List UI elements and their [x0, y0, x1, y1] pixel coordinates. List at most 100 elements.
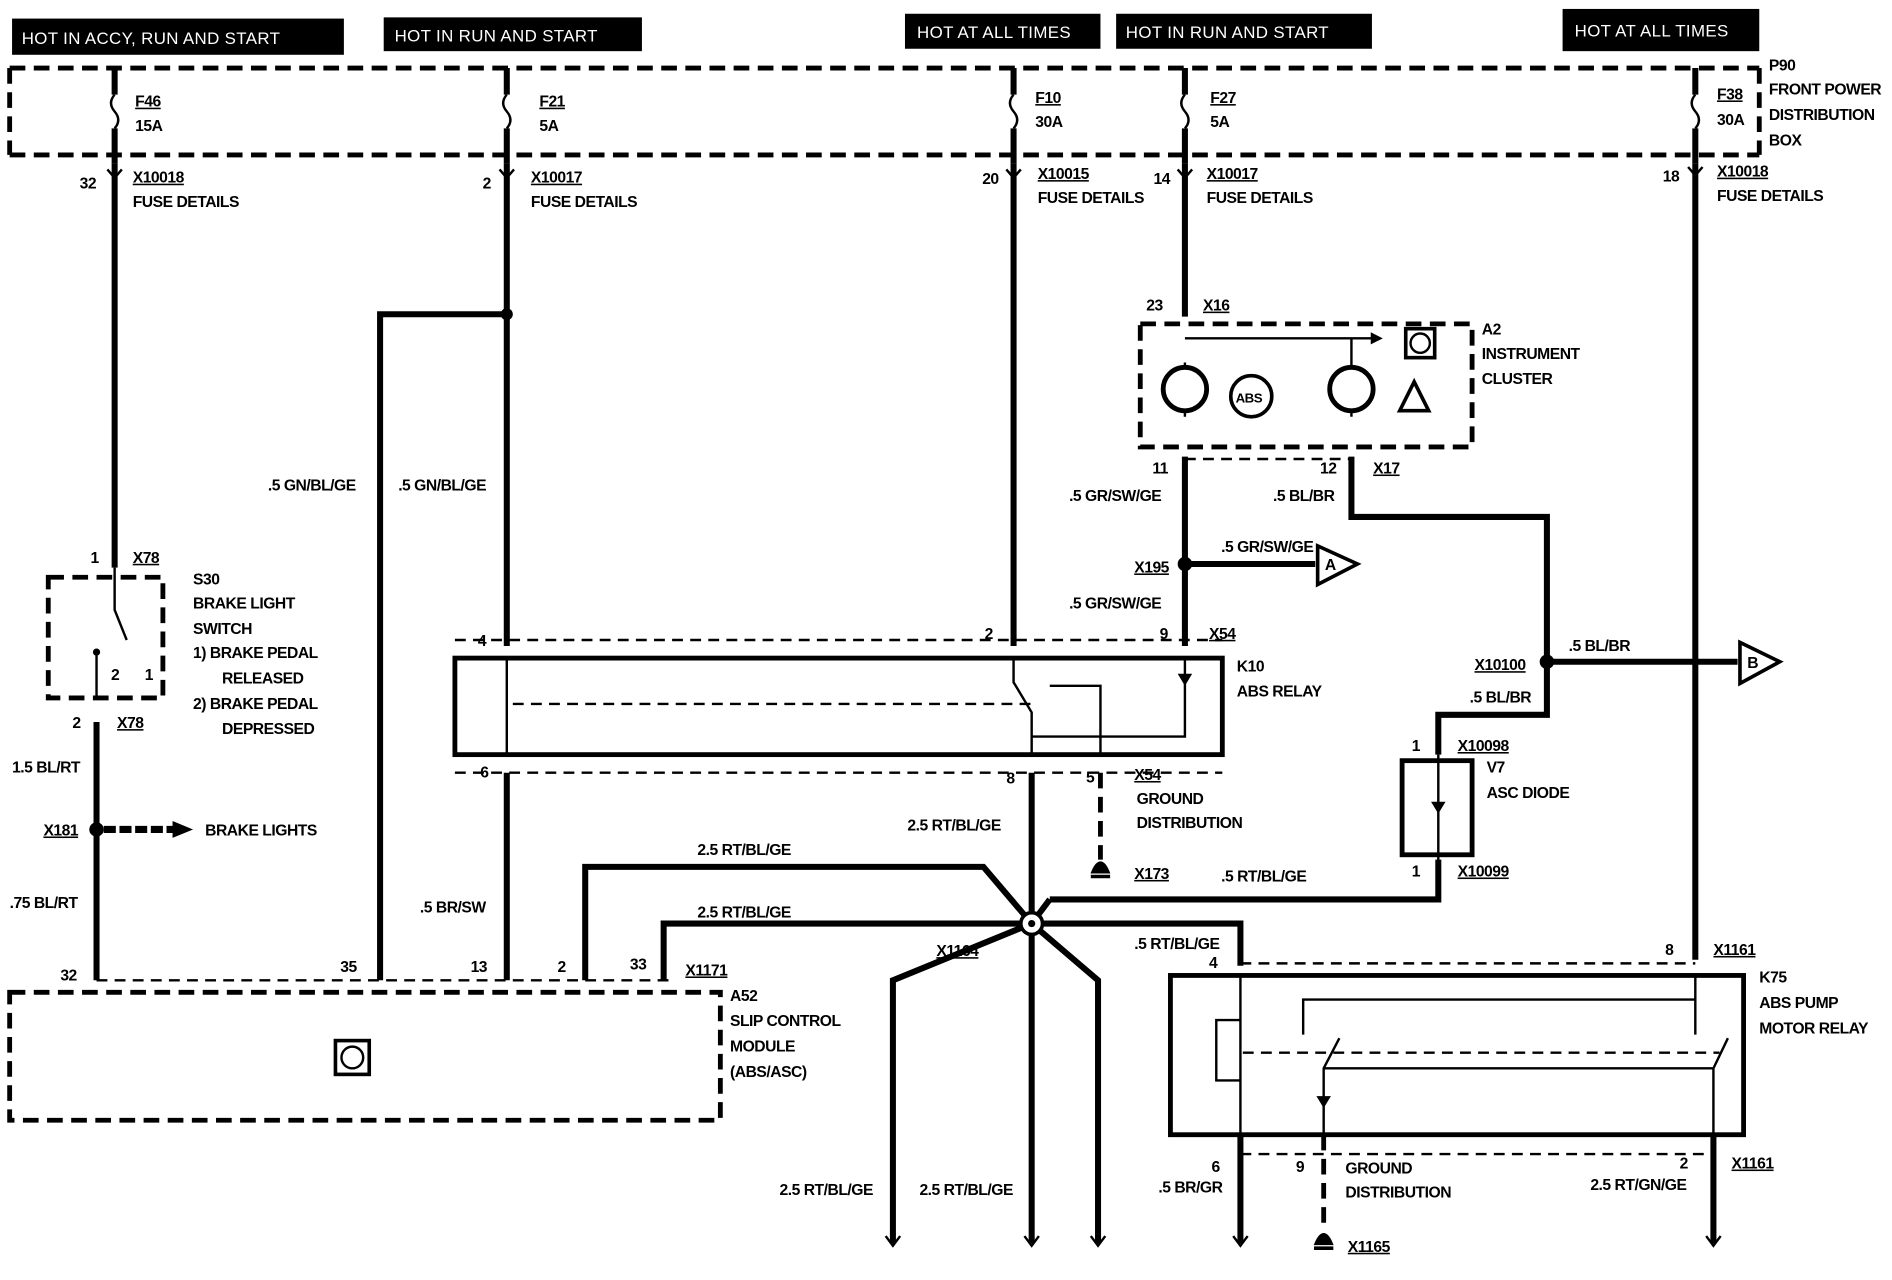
fuse-rating: 15A [135, 118, 162, 135]
power-feed-box [1116, 13, 1372, 49]
wire-label: 2.5 RT/GN/GE [1590, 1177, 1686, 1194]
wire-label: 2.5 RT/BL/GE [919, 1182, 1013, 1199]
connector-id: X1161 [1732, 1156, 1775, 1173]
fuse-rating: 30A [1717, 112, 1744, 129]
abs-relay-k10: 4 2 9 X54 6 8 5 K10 ABS RELAY [452, 626, 1323, 788]
pin-number: 11 [1152, 460, 1168, 477]
splice-label: X181 [43, 822, 78, 839]
abs-lamp-icon [1228, 373, 1274, 419]
component-note: DEPRESSED [222, 721, 314, 738]
pin-number: 18 [1663, 168, 1680, 185]
pin-number: 4 [1209, 955, 1218, 972]
pin-number: 2 [985, 626, 994, 643]
splice-label: X195 [1134, 559, 1169, 576]
fuse-rating: 5A [1210, 114, 1229, 131]
power-feed-box [904, 13, 1101, 49]
wire-label: .5 BR/SW [420, 900, 486, 917]
fuse-rating: 30A [1035, 114, 1062, 131]
wire-label: .5 GR/SW/GE [1069, 488, 1161, 505]
pin-number: 23 [1146, 298, 1163, 315]
flag-a[interactable]: A X195 .5 GR/SW/GE [1134, 539, 1362, 588]
fuse-details-link[interactable]: FUSE DETAILS [531, 194, 638, 211]
brake-light-switch-s30: 1 X78 2 1 2 X78 S30 BRAKE LIGHT SWITCH 1… [45, 550, 319, 738]
warning-triangle-icon [1396, 377, 1432, 413]
pin-number: 1 [1412, 864, 1421, 881]
pin-number: 20 [982, 171, 999, 188]
fuse-id: F21 [539, 94, 565, 111]
pin-number: 2 [72, 715, 81, 732]
connector-id: X54 [1209, 626, 1236, 643]
fuse-icon [1008, 93, 1019, 130]
fuse-f10: F10 30A 20 X10015 FUSE DETAILS [982, 68, 1144, 207]
fuse-details-link[interactable]: FUSE DETAILS [1038, 190, 1145, 207]
steering-wheel-icon [1403, 326, 1437, 360]
fuse-f38: F38 30A 18 X10018 FUSE DETAILS [1663, 68, 1824, 205]
wire-label: .5 GN/BL/GE [268, 477, 356, 494]
brake-lights-output: X181 BRAKE LIGHTS [43, 820, 317, 839]
off-page-connector-icon [1315, 543, 1362, 588]
pin-number: 9 [1296, 1159, 1305, 1176]
abs-pump-motor-relay-k75: 4 8 X1161 K75 ABS PUMP MOTOR RELAY 6 9 2… [1168, 942, 1870, 1176]
connector-id: X1171 [685, 962, 728, 979]
fuse-icon [501, 93, 512, 130]
fuse-box-p90: P90 FRONT POWER DISTRIBUTION BOX [7, 57, 1882, 158]
ground-x173: X54 GROUND DISTRIBUTION X173 [1090, 767, 1243, 883]
wire-label: .5 BL/BR [1273, 488, 1335, 505]
component-name: (ABS/ASC) [730, 1064, 807, 1081]
wire-label: 2.5 RT/BL/GE [697, 842, 791, 859]
component-note: RELEASED [222, 670, 304, 687]
wire-label: .5 RT/BL/GE [1134, 936, 1219, 953]
pin-number: 1 [1412, 738, 1421, 755]
asc-diode-v7: 1 X10098 V7 ASC DIODE 1 X10099 [1399, 738, 1570, 881]
ground-icon [1313, 1233, 1334, 1250]
ground-label: DISTRIBUTION [1345, 1184, 1451, 1201]
fuse-details-link[interactable]: FUSE DETAILS [133, 194, 240, 211]
pin-number: 2 [483, 176, 492, 193]
fuse-box-name: BOX [1769, 132, 1803, 149]
connector-id: X54 [1134, 767, 1161, 784]
connector-id: X1161 [1713, 942, 1756, 959]
pin-number: 2 [557, 959, 566, 976]
connector-id: X78 [117, 715, 144, 732]
component-note: 2) BRAKE PEDAL [193, 696, 319, 713]
fuse-id: F27 [1210, 90, 1236, 107]
power-feed-label: HOT AT ALL TIMES [1575, 22, 1729, 41]
connector-id: X10017 [531, 170, 583, 187]
ground-label: GROUND [1345, 1160, 1412, 1177]
flag-b[interactable]: B X10100 .5 BL/BR [1475, 638, 1784, 687]
abs-lamp-label: ABS [1236, 390, 1263, 405]
pin-number: 12 [1320, 460, 1337, 477]
fuse-box-name: FRONT POWER [1769, 82, 1881, 99]
wire-labels: .5 GN/BL/GE .5 GN/BL/GE 1.5 BL/RT .75 BL… [10, 477, 1687, 1199]
component-name: MODULE [730, 1038, 795, 1055]
power-feed-label: HOT AT ALL TIMES [917, 23, 1071, 42]
component-note: 1) BRAKE PEDAL [193, 645, 319, 662]
pin-number: 4 [478, 633, 487, 650]
diode-icon [1431, 801, 1446, 814]
component-name: MOTOR RELAY [1759, 1020, 1869, 1037]
fuse-details-link[interactable]: FUSE DETAILS [1717, 188, 1824, 205]
power-feed-headers: HOT IN ACCY, RUN AND START HOT IN RUN AN… [12, 8, 1760, 55]
fuse-rating: 5A [539, 118, 558, 135]
connector-id: X10018 [133, 170, 185, 187]
fuse-f27: F27 5A 14 X10017 FUSE DETAILS [1154, 68, 1313, 207]
fuse-box-id: P90 [1769, 57, 1796, 74]
fuse-details-link[interactable]: FUSE DETAILS [1207, 190, 1314, 207]
ground-id: X173 [1134, 866, 1169, 883]
connector-id: X10098 [1458, 738, 1510, 755]
connector-id: X16 [1203, 298, 1230, 315]
fuse-f46: F46 15A 32 X10018 FUSE DETAILS [80, 68, 239, 211]
connector-id: X10015 [1038, 166, 1090, 183]
fuse-icon [1180, 93, 1190, 130]
pin-number: 9 [1160, 626, 1169, 643]
wire-label: .5 BL/BR [1470, 690, 1532, 707]
arrow-right-icon [172, 820, 194, 838]
power-feed-box [12, 18, 344, 55]
pin-number: 32 [80, 176, 97, 193]
fuse-id: F10 [1035, 90, 1061, 107]
component-name: SWITCH [193, 621, 252, 638]
wire-label: .5 GN/BL/GE [398, 477, 486, 494]
component-id: S30 [193, 571, 220, 588]
connector-id: X78 [133, 550, 160, 567]
slip-control-module-a52: 32 35 13 2 33 X1171 A52 SLIP CONTROL MOD… [7, 956, 842, 1123]
